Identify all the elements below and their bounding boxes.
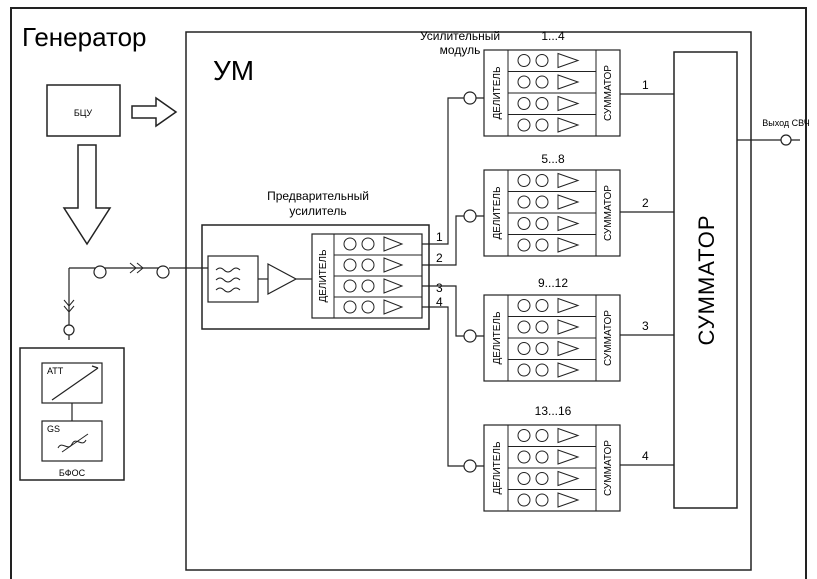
module-output-3: 3 [642,319,649,333]
amp-module-2: ДЕЛИТЕЛЬ СУММАТОР [463,169,621,257]
module-output-4: 4 [642,449,649,463]
gs-label: GS [47,424,60,434]
module-divider-label: ДЕЛИТЕЛЬ [492,66,503,120]
bcu-down-arrow [62,144,112,246]
module-output-1: 1 [642,78,649,92]
module-range-3: 9...12 [538,276,568,290]
connector-icon [156,265,170,279]
amp-module-title-2: модуль [440,43,481,57]
bcu-label: БЦУ [74,108,93,118]
module-range-4: 13...16 [535,404,572,418]
amp-module-3: ДЕЛИТЕЛЬ СУММАТОР [463,294,621,382]
output-connector-icon [780,134,792,146]
module-divider-label: ДЕЛИТЕЛЬ [492,186,503,240]
amp-module-1: ДЕЛИТЕЛЬ СУММАТОР [463,49,621,137]
filter-icon [215,267,241,293]
bcu-to-um-arrow [131,96,178,128]
att-label: АТТ [47,366,64,376]
amplifier-icon [267,262,298,296]
main-combiner-label: СУММАТОР [694,215,719,346]
module-output-2: 2 [642,196,649,210]
um-title: УМ [213,55,254,86]
preamp-array: ДЕЛИТЕЛЬ [311,233,423,319]
output-label: Выход СВЧ [762,118,810,128]
preamp-output-4: 4 [436,295,443,309]
module-divider-label: ДЕЛИТЕЛЬ [492,441,503,495]
bfos-label: БФОС [59,468,86,478]
preamp-output-3: 3 [436,281,443,295]
module-range-1: 1...4 [541,29,565,43]
um-frame [185,31,752,571]
bcu-block [46,84,121,137]
preamp-title-1: Предварительный [267,189,369,203]
gs-block [41,420,103,462]
module-combiner-label: СУММАТОР [603,440,614,496]
main-combiner [673,51,738,509]
generator-title: Генератор [22,22,147,52]
module-range-2: 5...8 [541,152,565,166]
generator-frame [10,7,807,579]
preamp-output-1: 1 [436,230,443,244]
module-combiner-label: СУММАТОР [603,65,614,121]
amp-module-4: ДЕЛИТЕЛЬ СУММАТОР [463,424,621,512]
module-divider-label: ДЕЛИТЕЛЬ [492,311,503,365]
connector-icon [63,324,75,336]
preamp-title-2: усилитель [289,204,346,218]
preamp-output-2: 2 [436,251,443,265]
amp-module-title-1: Усилительный [420,29,500,43]
connector-icon [93,265,107,279]
module-combiner-label: СУММАТОР [603,310,614,366]
module-combiner-label: СУММАТОР [603,185,614,241]
preamp-routing [422,97,466,467]
preamp-block [201,224,430,330]
preamp-divider-label: ДЕЛИТЕЛЬ [318,249,329,303]
